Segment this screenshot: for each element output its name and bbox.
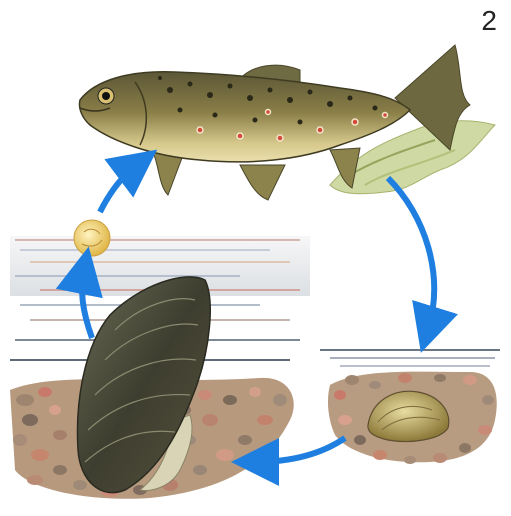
arrow-fish-to-juvenile (388, 178, 434, 330)
arrow-larva-to-fish (100, 164, 138, 212)
water-surface-right (320, 350, 500, 366)
page-number: 2 (481, 5, 497, 36)
glochidia-larva (74, 220, 110, 256)
gravel-bed-right (328, 372, 497, 464)
